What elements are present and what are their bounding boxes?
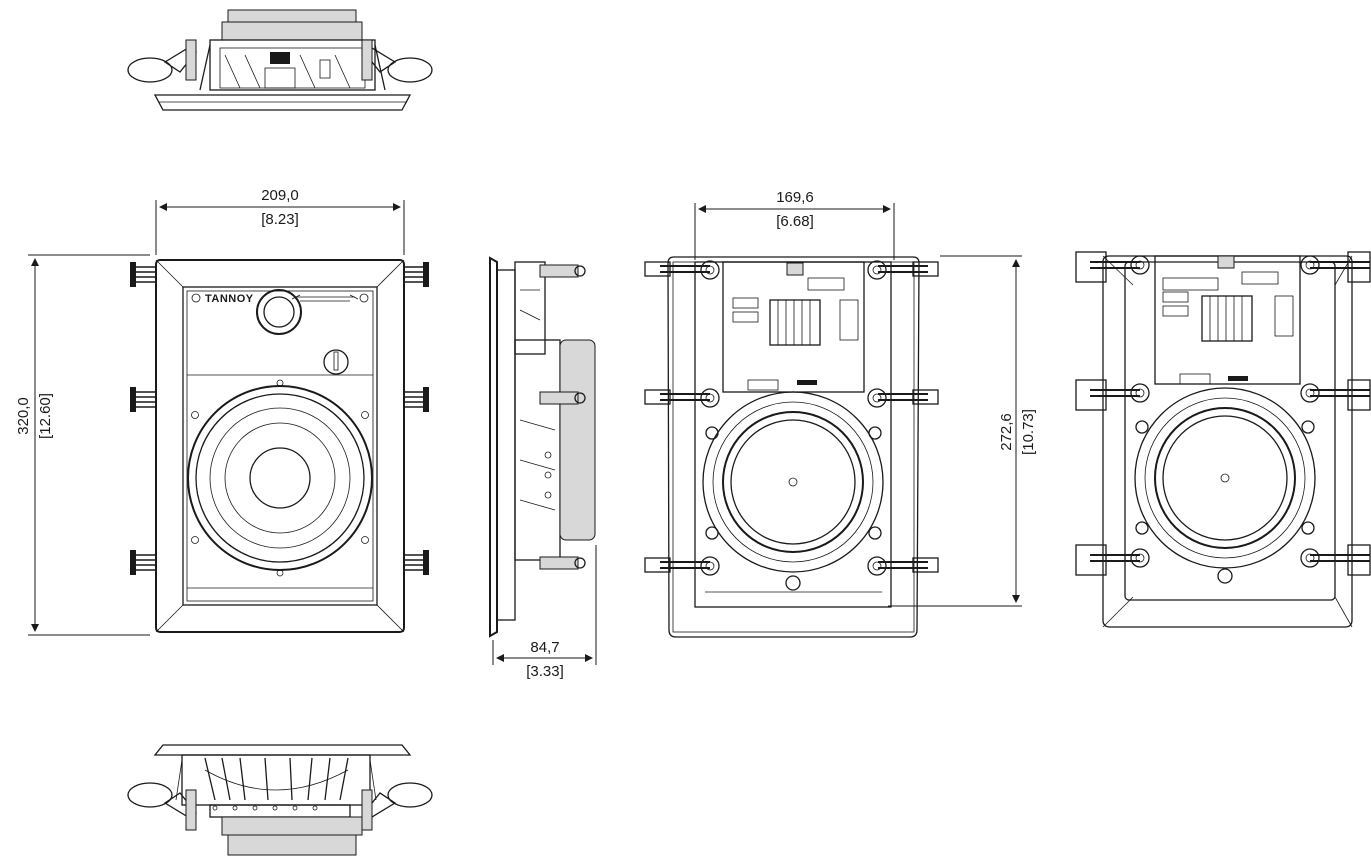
bottom-clamp-left xyxy=(127,782,198,831)
cutout-width-dimension: 169,6 [6.68] xyxy=(694,189,895,260)
top-clamp-left xyxy=(127,39,198,83)
cutout-width-mm: 169,6 xyxy=(776,189,814,206)
side-clamps xyxy=(539,264,586,570)
bottom-view-internals xyxy=(204,757,349,811)
cutout-height-dimension: 272,6 [10.73] xyxy=(888,255,1037,607)
side-view xyxy=(489,256,596,638)
dual-concentric-badge xyxy=(291,294,359,302)
screw-icon xyxy=(359,293,369,303)
depth-in: [3.33] xyxy=(526,663,564,680)
front-view: TANNOY xyxy=(130,259,429,633)
top-view-internals xyxy=(219,47,366,89)
depth-dimension: 84,7 [3.33] xyxy=(492,545,597,680)
connector-terminal xyxy=(786,262,804,276)
front-width-dimension: 209,0 [8.23] xyxy=(155,187,405,255)
connector-terminal xyxy=(1217,255,1235,269)
cutout-width-in: [6.68] xyxy=(776,213,814,230)
woofer-surround xyxy=(187,385,373,571)
bottom-clamp-right xyxy=(361,782,433,831)
front-clamps xyxy=(130,262,429,575)
top-view xyxy=(127,9,433,111)
dust-cap xyxy=(249,447,311,509)
front-height-dimension: 320,0 [12.60] xyxy=(15,254,150,636)
magnet xyxy=(1162,415,1288,541)
magnet xyxy=(730,419,856,545)
rear-2-clamps xyxy=(1075,251,1371,576)
front-height-in: [12.60] xyxy=(37,393,54,439)
woofer-basket xyxy=(1134,387,1316,569)
rear-view-2 xyxy=(1075,251,1371,628)
cutout-height-mm: 272,6 xyxy=(998,413,1015,451)
top-clamp-right xyxy=(361,39,433,83)
tweeter xyxy=(256,289,302,335)
front-height-mm: 320,0 xyxy=(15,397,32,435)
front-width-in: [8.23] xyxy=(261,211,299,228)
level-switch xyxy=(323,349,349,375)
bottom-view xyxy=(127,744,433,856)
rear-view-1 xyxy=(644,256,939,638)
front-width-mm: 209,0 xyxy=(261,187,299,204)
depth-mm: 84,7 xyxy=(530,639,559,656)
rear-1-clamps xyxy=(644,260,939,576)
brand-logo: TANNOY xyxy=(205,293,254,305)
woofer-basket xyxy=(702,391,884,573)
cutout-height-in: [10.73] xyxy=(1020,409,1037,455)
screw-icon xyxy=(191,293,201,303)
